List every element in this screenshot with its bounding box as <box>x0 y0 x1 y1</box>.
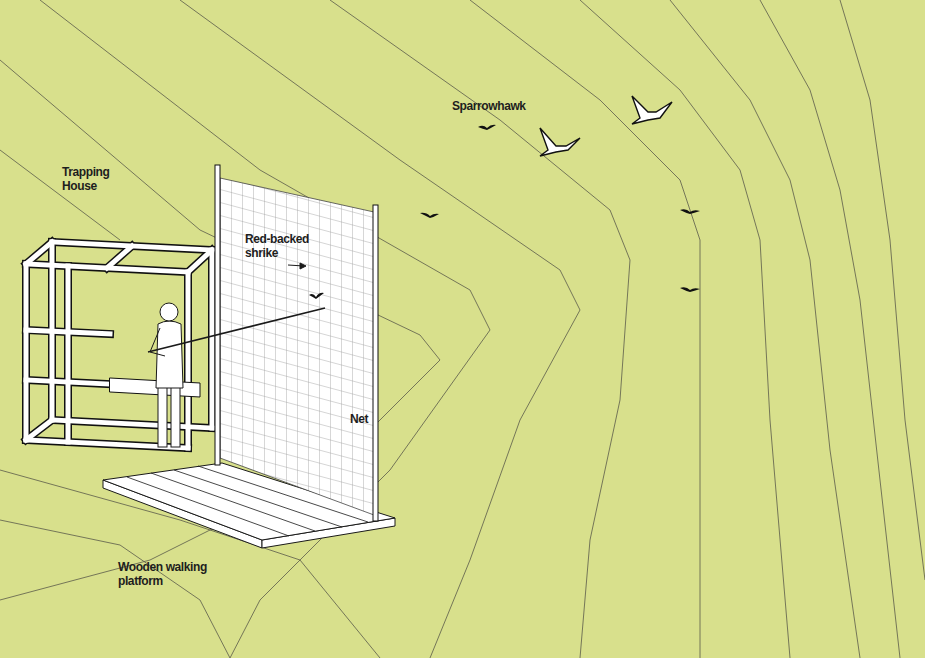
birds <box>309 125 700 299</box>
net <box>215 165 378 521</box>
sparrowhawk-in-flight <box>540 96 672 156</box>
trapping-house <box>26 242 212 448</box>
part-label: Trapping House <box>62 165 124 193</box>
part-label: Sparrowhawk <box>452 99 542 113</box>
part-label: Net <box>350 412 390 426</box>
part-label: Red-backed shrike <box>245 232 321 260</box>
trapper-figure <box>148 303 325 447</box>
leader-arrow <box>288 263 306 269</box>
part-label: Wooden walking platform <box>118 560 224 588</box>
